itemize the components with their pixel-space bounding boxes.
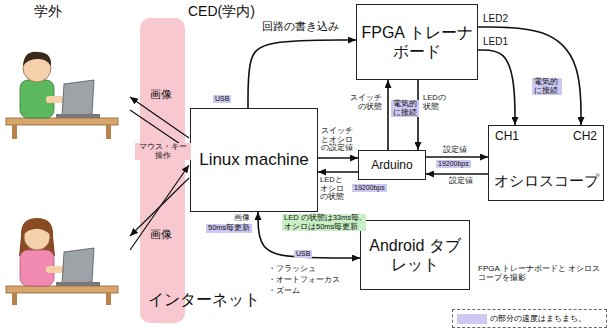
annotation: 画像 xyxy=(234,214,250,223)
annotation: LED の状態は33ms毎, オシロは50ms毎更新 xyxy=(282,214,366,231)
connector xyxy=(478,50,515,125)
connector xyxy=(426,156,488,158)
user-wires xyxy=(130,97,189,250)
annotation: 50ms毎更新 xyxy=(206,224,252,233)
node-text: CH1 xyxy=(495,129,519,143)
process-box: Arduino xyxy=(358,150,426,180)
edge-label: USB xyxy=(294,250,312,258)
edge-label: LED2 xyxy=(483,13,508,25)
annotation: ・オートフォーカス xyxy=(268,275,340,284)
annotation: マウス・キー 操作 xyxy=(135,143,191,160)
edge-label: スイッチの状態 xyxy=(350,94,382,111)
legend-swatch xyxy=(457,314,487,324)
node-text: CH2 xyxy=(573,129,597,143)
node-text: Android タブレット xyxy=(364,236,466,274)
node-text: Arduino xyxy=(371,158,412,172)
annotation: FPGA トレーナボードと オシロスコープを撮影 xyxy=(478,264,600,282)
edge-label: LEDの状態 xyxy=(423,94,453,111)
user-illustration xyxy=(6,52,118,139)
annotation: CED(学内) xyxy=(188,3,255,19)
edge-label: スイッチとオシロの設定値 xyxy=(321,127,356,153)
edge-label: LEDとオシロの状態 xyxy=(320,176,349,202)
process-box: Linux machine xyxy=(190,108,318,212)
node-text: オシロスコープ xyxy=(489,172,603,190)
annotation: USB xyxy=(213,95,231,103)
annotation: 19200bps xyxy=(436,160,471,168)
annotation: 電気的に接続 xyxy=(391,100,419,117)
annotation: ・フラッシュ xyxy=(268,264,316,273)
edge-label: 回路の書き込み xyxy=(262,20,339,33)
annotation: 電気的に接続 xyxy=(532,78,562,95)
legend-item: の部分の速度はまちまち。 xyxy=(452,309,607,328)
connector xyxy=(318,157,358,159)
edge-label: 設定値 xyxy=(449,177,473,186)
annotation: 画像 xyxy=(150,88,172,101)
connector xyxy=(426,173,488,175)
legend-text: の部分の速度はまちまち。 xyxy=(490,313,586,324)
annotation: 画像 xyxy=(150,228,172,241)
process-box: FPGA トレーナボード xyxy=(356,4,478,80)
user-illustration xyxy=(6,218,118,305)
connector xyxy=(387,80,389,150)
node-text: Linux machine xyxy=(199,150,309,170)
edge-label: LED1 xyxy=(483,36,508,48)
connector xyxy=(318,171,358,173)
annotation: ・ズーム xyxy=(268,286,300,295)
connector xyxy=(248,40,356,108)
node-text: FPGA トレーナボード xyxy=(360,23,474,61)
process-box: CH1 CH2 オシロスコープ xyxy=(488,125,604,201)
network-band: インターネット xyxy=(140,18,185,323)
input-wire xyxy=(130,165,189,250)
annotation: 19200bps xyxy=(352,184,387,192)
process-box: Android タブレット xyxy=(360,220,470,290)
node-text: インターネット xyxy=(148,290,260,309)
annotation: 学外 xyxy=(34,3,62,19)
connector xyxy=(478,27,581,125)
image-wire xyxy=(130,97,189,138)
edge-label: 設定値 xyxy=(443,146,467,155)
